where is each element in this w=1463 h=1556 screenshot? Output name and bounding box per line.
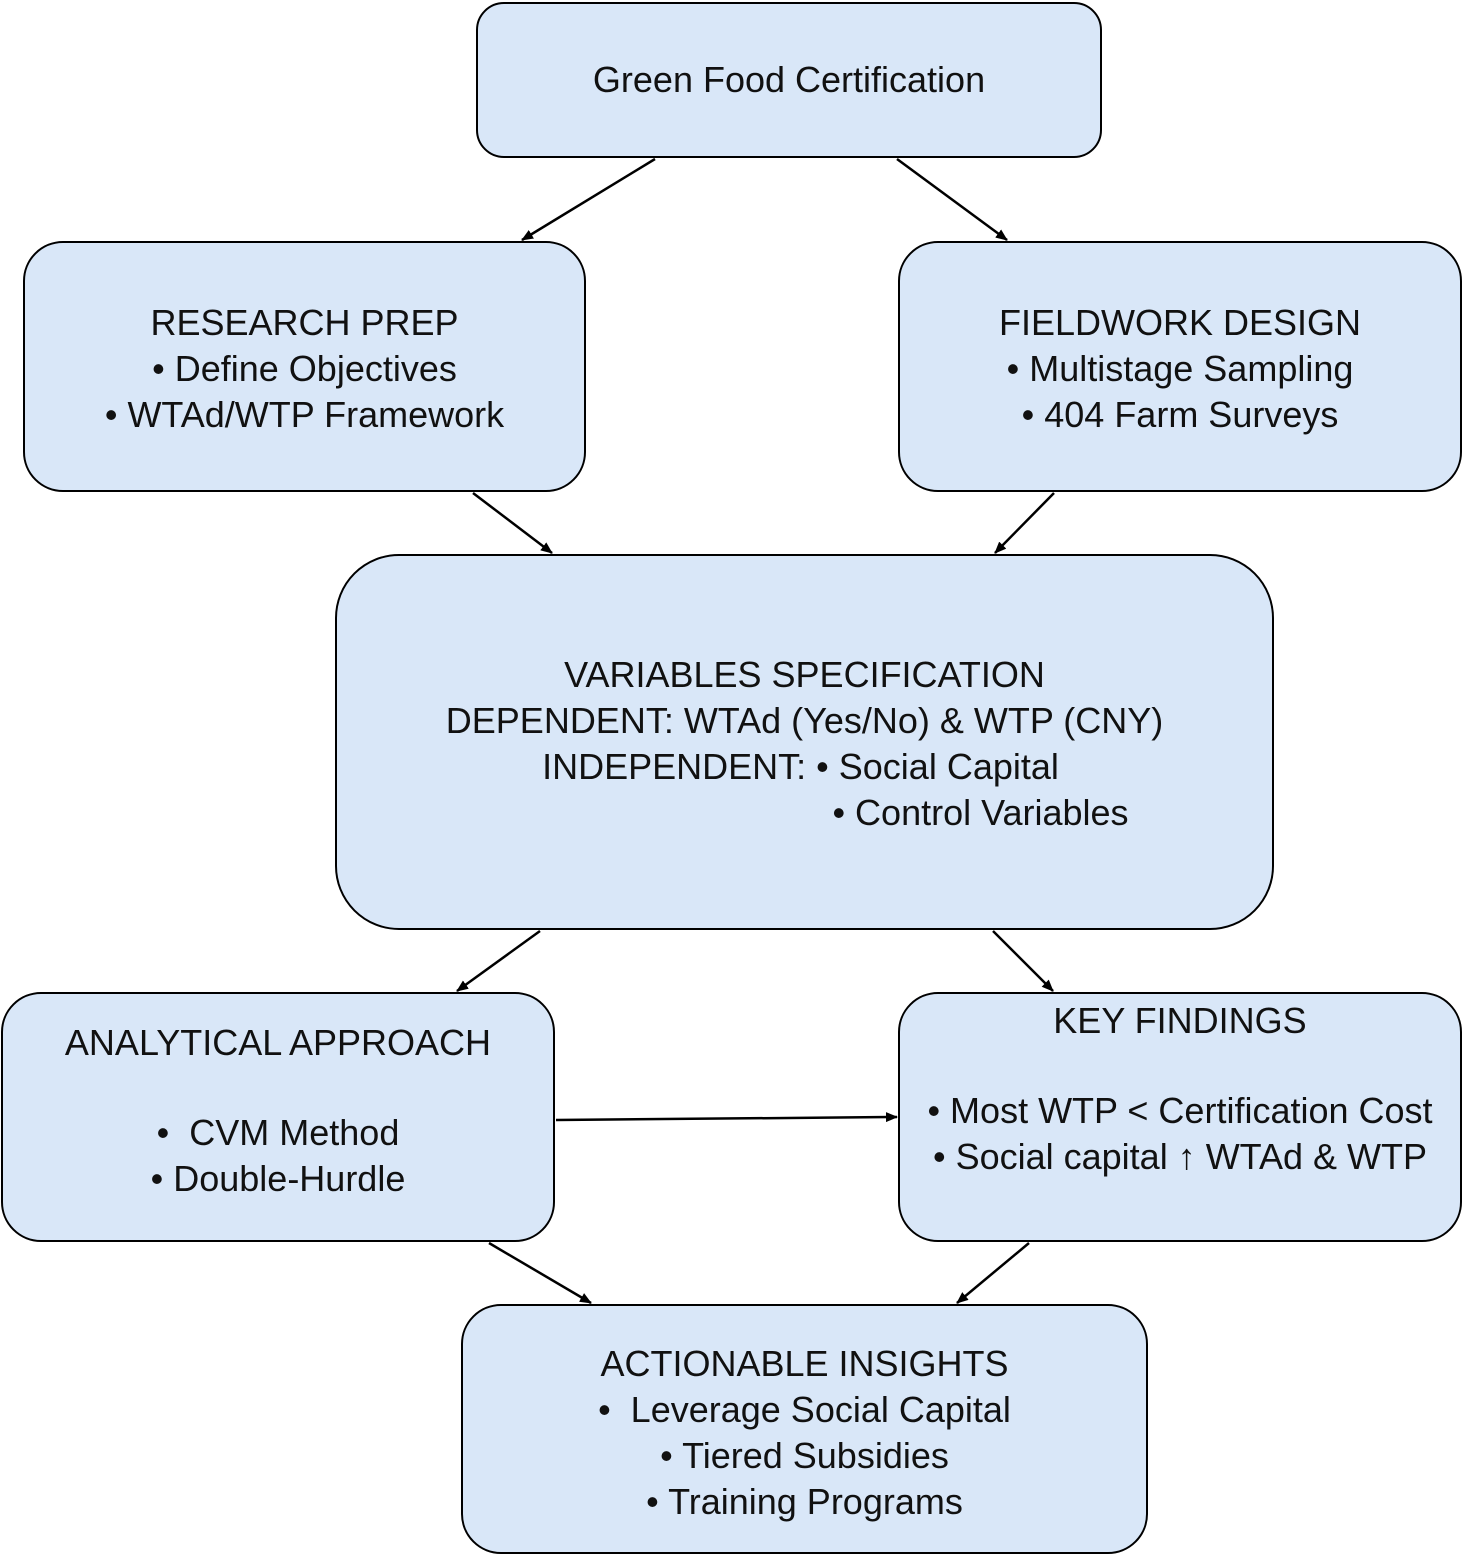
arrow-certification-to-fieldwork-design [896,157,1008,242]
list-item: • Tiered Subsidies [660,1435,949,1476]
node-research-prep: RESEARCH PREP • Define Objectives • WTAd… [23,241,586,492]
arrow-certification-to-research-prep [521,157,656,242]
list-item: • Social Capital [816,746,1059,787]
list-item: • Most WTP < Certification Cost [927,1090,1433,1131]
arrow-analytical-approach-to-key-findings [555,1112,898,1123]
list-item: • 404 Farm Surveys [1021,393,1339,435]
list-item: • Multistage Sampling [1006,347,1354,389]
independent-label: INDEPENDENT: [542,746,817,787]
node-actionable-insights: ACTIONABLE INSIGHTS • Leverage Social Ca… [461,1304,1148,1554]
list-item: • Leverage Social Capital [598,1389,1011,1430]
list-item: • Define Objectives [152,347,457,389]
node-title: KEY FINDINGS [1053,1000,1307,1041]
arrow-variables-spec-to-analytical-approach [456,929,541,993]
node-title: VARIABLES SPECIFICATION [564,654,1045,695]
list-item: • WTAd/WTP Framework [104,393,505,435]
arrow-key-findings-to-actionable-insights [956,1242,1030,1304]
list-item: • Social capital ↑ WTAd & WTP [932,1136,1428,1177]
list-item: • Double-Hurdle [150,1158,406,1199]
node-fieldwork-design: FIELDWORK DESIGN • Multistage Sampling •… [898,241,1462,492]
arrow-variables-spec-to-key-findings [992,930,1054,992]
dependent-variables: DEPENDENT: WTAd (Yes/No) & WTP (CNY) [445,700,1164,741]
node-title: ANALYTICAL APPROACH [64,1022,492,1063]
node-title: Green Food Certification [592,59,986,100]
arrow-research-prep-to-variables-spec [472,492,553,554]
arrow-analytical-approach-to-actionable-insights [488,1241,592,1305]
node-title: FIELDWORK DESIGN [998,301,1362,343]
list-item: • Control Variables [832,792,1129,833]
node-variables-specification: VARIABLES SPECIFICATION DEPENDENT: WTAd … [335,554,1274,930]
node-title: ACTIONABLE INSIGHTS [600,1343,1009,1384]
node-green-food-certification: Green Food Certification [476,2,1102,158]
independent-variables-row: INDEPENDENT: • Social Capital [542,744,1059,790]
arrow-fieldwork-design-to-variables-spec [994,492,1055,554]
list-item: • Training Programs [646,1481,963,1522]
list-item: • CVM Method [156,1112,400,1153]
node-key-findings: KEY FINDINGS • Most WTP < Certification … [898,992,1462,1242]
node-title: RESEARCH PREP [150,301,459,343]
node-analytical-approach: ANALYTICAL APPROACH • CVM Method • Doubl… [1,992,555,1242]
